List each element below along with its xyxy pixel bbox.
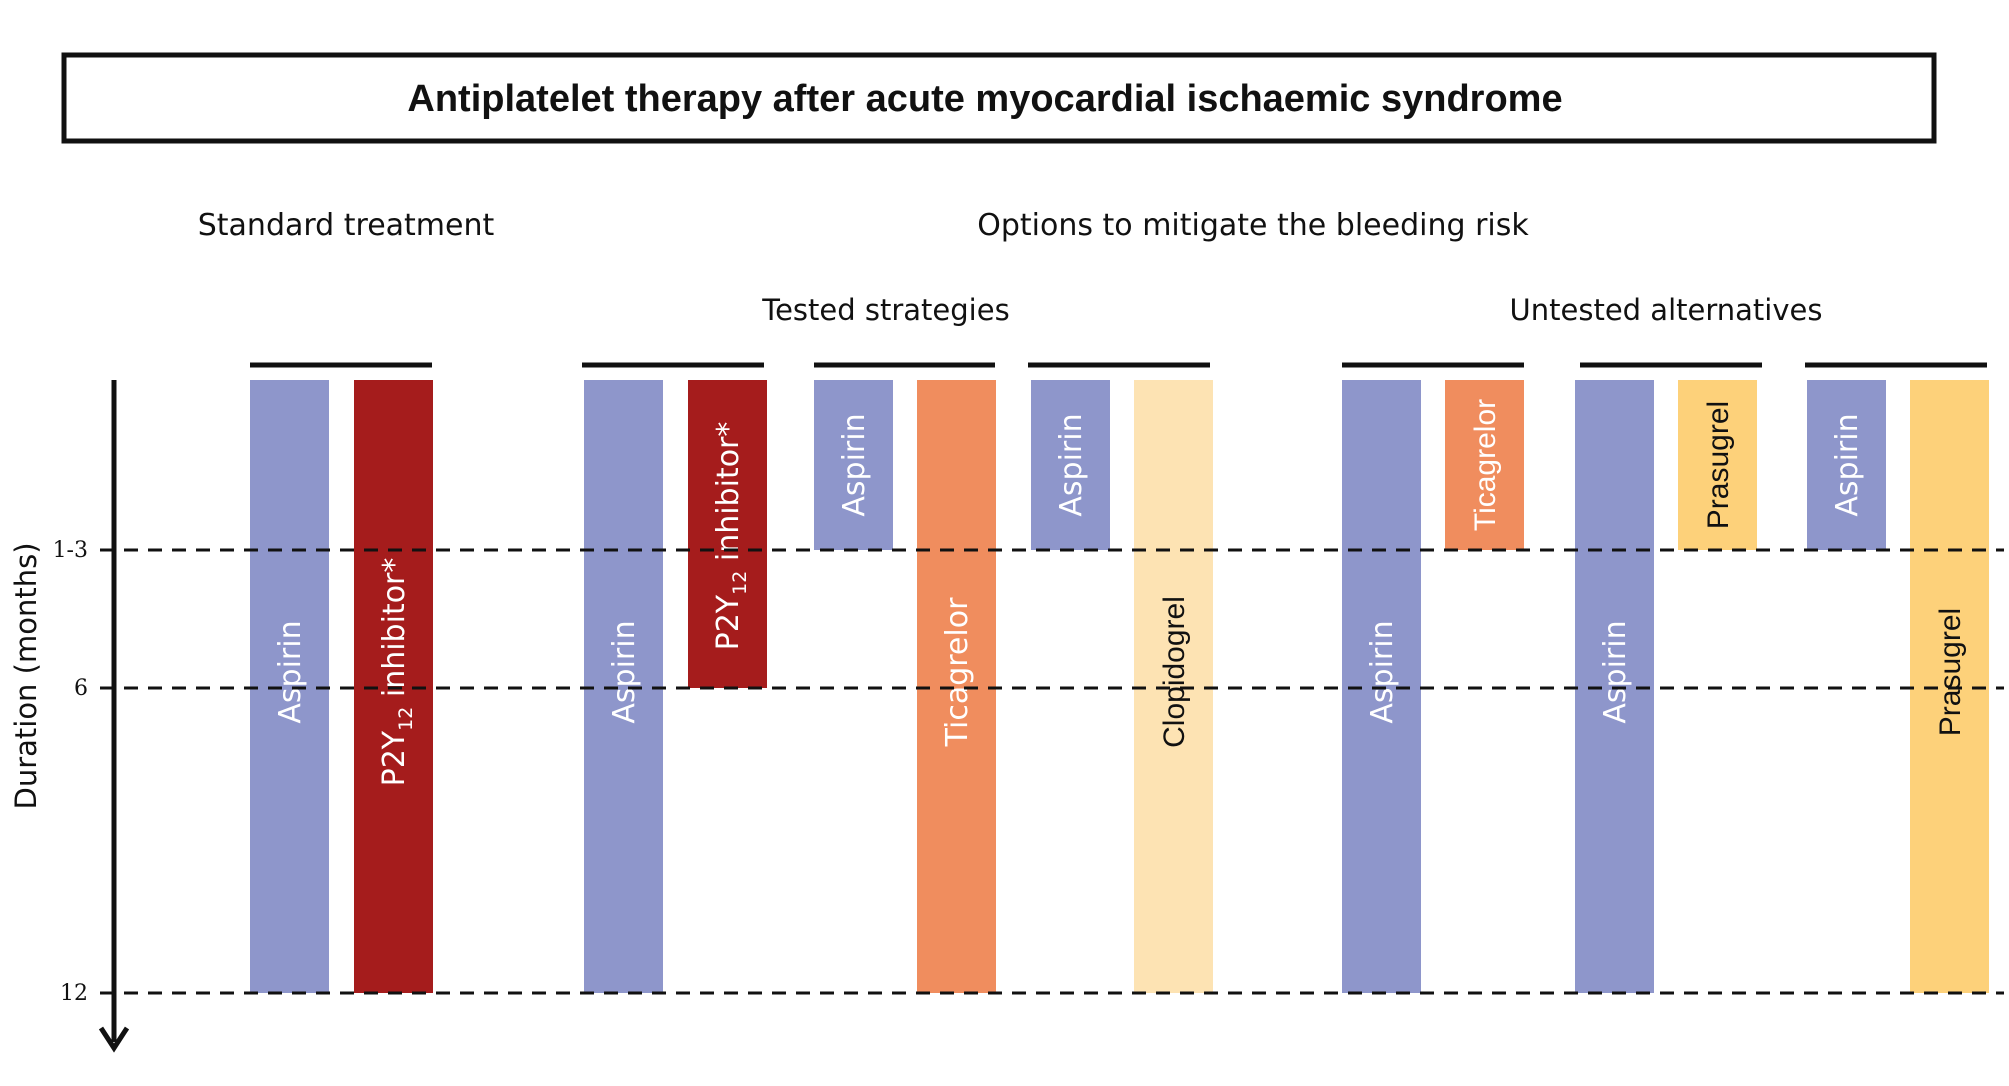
diagram-title: Antiplatelet therapy after acute myocard… xyxy=(407,78,1562,120)
duration-axis xyxy=(98,380,130,1053)
label-tested2-ticagrelor: Ticagrelor xyxy=(940,597,975,747)
label-untested1-ticagrelor: Ticagrelor xyxy=(1469,399,1502,531)
p2y-sub: 12 xyxy=(729,571,751,595)
p2y-sub: 12 xyxy=(395,707,417,731)
label-tested3-aspirin: Aspirin xyxy=(1054,413,1089,516)
label-tested3-clopidogrel: Clopidogrel xyxy=(1158,596,1191,748)
tick-label-12: 12 xyxy=(60,981,88,1006)
bar-untested2-prasugrel xyxy=(1678,380,1757,550)
duration-gridlines xyxy=(100,548,2004,995)
p2y-prefix: P2Y xyxy=(377,730,412,786)
label-tested1-aspirin: Aspirin xyxy=(607,620,642,723)
label-tested2-aspirin: Aspirin xyxy=(837,413,872,516)
label-untested3-prasugrel: Prasugrel xyxy=(1934,608,1967,736)
tick-label-6: 6 xyxy=(74,676,88,701)
label-untested2-aspirin: Aspirin xyxy=(1598,620,1633,723)
label-untested3-aspirin: Aspirin xyxy=(1830,413,1865,516)
arrow-down-icon xyxy=(98,1026,130,1053)
header-standard-treatment: Standard treatment xyxy=(198,208,495,243)
bar-tested1-p2y12 xyxy=(688,380,767,688)
header-untested-alternatives: Untested alternatives xyxy=(1510,293,1823,327)
p2y-suffix: inhibitor* xyxy=(377,558,412,707)
label-standard-aspirin: Aspirin xyxy=(273,620,308,723)
p2y-suffix: inhibitor* xyxy=(711,422,746,571)
bar-tested2-ticagrelor xyxy=(917,380,996,993)
label-tested1-p2y12: P2Y12 inhibitor* xyxy=(711,422,751,651)
bar-untested1-ticagrelor xyxy=(1445,380,1524,550)
title-frame xyxy=(61,52,1937,144)
header-mitigation-options: Options to mitigate the bleeding risk xyxy=(977,208,1529,243)
bar-tested1-aspirin xyxy=(584,380,663,993)
label-untested1-aspirin: Aspirin xyxy=(1365,620,1400,723)
bar-untested3-aspirin xyxy=(1807,380,1886,550)
tick-label-1-3: 1-3 xyxy=(53,538,88,563)
bar-tested3-aspirin xyxy=(1031,380,1110,550)
title-box: Antiplatelet therapy after acute myocard… xyxy=(61,52,1937,144)
bar-tested2-aspirin xyxy=(814,380,893,550)
label-standard-p2y12: P2Y12 inhibitor* xyxy=(377,558,417,787)
bar-standard-aspirin xyxy=(250,380,329,993)
label-untested2-prasugrel: Prasugrel xyxy=(1702,401,1735,529)
axis-label: Duration (months) xyxy=(9,542,43,809)
header-tested-strategies: Tested strategies xyxy=(761,293,1009,327)
bar-tested3-clopidogrel xyxy=(1134,380,1213,993)
p2y-prefix: P2Y xyxy=(711,594,746,650)
